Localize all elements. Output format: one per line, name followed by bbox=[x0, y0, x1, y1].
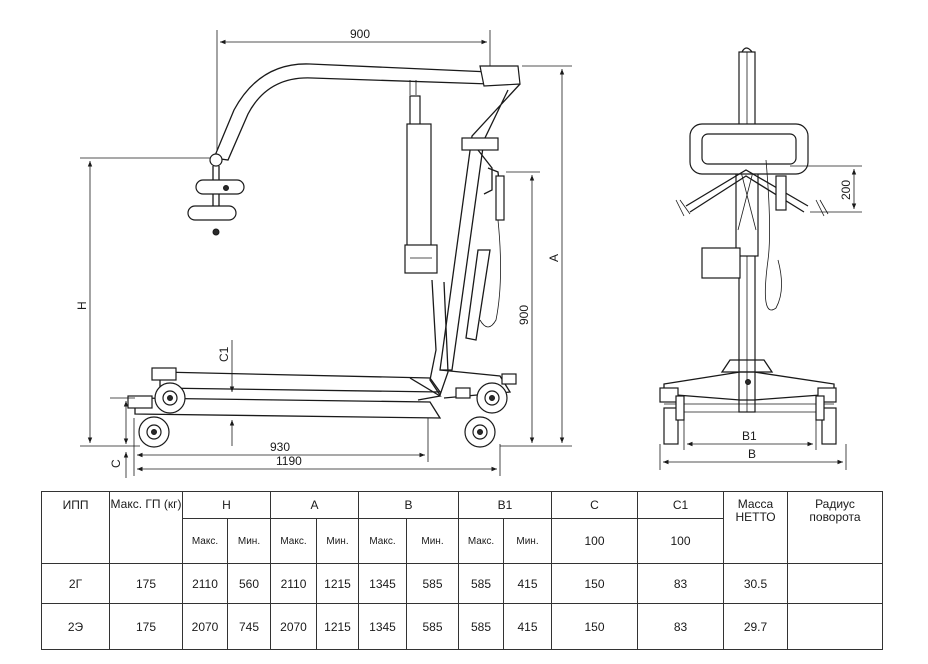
c1-note: 100 bbox=[637, 518, 724, 564]
cell-b-min: 585 bbox=[406, 603, 459, 650]
dim-c: C bbox=[109, 397, 135, 478]
cell-h-min: 745 bbox=[227, 603, 271, 650]
table-row: 2Э 175 2070 745 2070 1215 1345 585 585 4… bbox=[41, 603, 883, 650]
cell-c1: 83 bbox=[637, 563, 724, 604]
cell-model: 2Г bbox=[41, 563, 110, 604]
cell-c: 150 bbox=[551, 603, 638, 650]
dim-b1: B1 bbox=[683, 420, 817, 450]
header-b1: B1 bbox=[458, 491, 552, 519]
label-a: A bbox=[547, 254, 561, 262]
sub-b1-min: Мин. bbox=[503, 518, 552, 564]
dim-900-height: 900 bbox=[500, 171, 540, 447]
cell-mass: 29.7 bbox=[723, 603, 788, 650]
cell-load: 175 bbox=[109, 563, 183, 604]
sub-a-max: Макс. bbox=[270, 518, 317, 564]
actuator bbox=[404, 95, 438, 274]
cell-b-max: 1345 bbox=[358, 563, 407, 604]
cell-load: 175 bbox=[109, 603, 183, 650]
label-1190: 1190 bbox=[276, 454, 302, 468]
cell-radius bbox=[787, 603, 883, 650]
sub-h-max: Макс. bbox=[182, 518, 228, 564]
dim-a: A bbox=[522, 65, 572, 447]
header-max-load: Макс. ГП (кг) bbox=[109, 491, 183, 564]
label-h: H bbox=[75, 301, 89, 310]
wheels-side bbox=[127, 367, 517, 448]
cell-a-max: 2110 bbox=[270, 563, 317, 604]
cell-b-min: 585 bbox=[406, 563, 459, 604]
front-view: 200 B1 B bbox=[659, 47, 862, 470]
header-model: ИПП bbox=[41, 491, 110, 564]
label-900-side: 900 bbox=[517, 305, 531, 325]
sub-b1-max: Макс. bbox=[458, 518, 504, 564]
dim-h: H bbox=[75, 157, 210, 447]
sub-b-max: Макс. bbox=[358, 518, 407, 564]
label-b1: B1 bbox=[742, 429, 757, 443]
table-header-row: ИПП Макс. ГП (кг) H A B B1 C C1 Масса НЕ… bbox=[41, 491, 883, 564]
sub-h-min: Мин. bbox=[227, 518, 271, 564]
cell-radius bbox=[787, 563, 883, 604]
base-frame bbox=[134, 369, 512, 419]
dim-1190: 1190 bbox=[137, 444, 501, 476]
label-200: 200 bbox=[839, 180, 853, 200]
header-radius: Радиус поворота bbox=[787, 491, 883, 564]
front-mast bbox=[735, 47, 759, 413]
label-b: B bbox=[748, 447, 756, 461]
cell-b1-min: 415 bbox=[503, 603, 552, 650]
dim-200: 200 bbox=[790, 165, 862, 213]
header-h: H bbox=[182, 491, 271, 519]
label-c1: C1 bbox=[217, 346, 231, 362]
dim-930: 930 bbox=[133, 418, 429, 476]
sling-hanger bbox=[187, 153, 245, 236]
front-handle bbox=[689, 123, 809, 175]
header-c: C bbox=[551, 491, 638, 519]
cell-a-max: 2070 bbox=[270, 603, 317, 650]
cell-c: 150 bbox=[551, 563, 638, 604]
cell-mass: 30.5 bbox=[723, 563, 788, 604]
sub-b-min: Мин. bbox=[406, 518, 459, 564]
cell-h-min: 560 bbox=[227, 563, 271, 604]
c-note: 100 bbox=[551, 518, 638, 564]
header-c1: C1 bbox=[637, 491, 724, 519]
dim-top-900: 900 bbox=[216, 27, 491, 150]
cell-b1-max: 585 bbox=[458, 603, 504, 650]
cell-model: 2Э bbox=[41, 603, 110, 650]
header-b: B bbox=[358, 491, 459, 519]
mast bbox=[429, 83, 521, 397]
cell-b-max: 1345 bbox=[358, 603, 407, 650]
dim-c1: C1 bbox=[217, 340, 235, 446]
label-900-top: 900 bbox=[350, 27, 370, 41]
front-wheels bbox=[659, 387, 837, 445]
specification-table: ИПП Макс. ГП (кг) H A B B1 C C1 Масса НЕ… bbox=[41, 491, 883, 650]
label-c: C bbox=[109, 459, 123, 468]
table-row: 2Г 175 2110 560 2110 1215 1345 585 585 4… bbox=[41, 563, 883, 604]
dim-b: B bbox=[659, 444, 847, 470]
cell-a-min: 1215 bbox=[316, 563, 359, 604]
cell-h-max: 2110 bbox=[182, 563, 228, 604]
front-control-box bbox=[701, 159, 787, 311]
lift-technical-drawing: 900 bbox=[75, 27, 862, 478]
side-view: 900 bbox=[75, 27, 572, 478]
header-a: A bbox=[270, 491, 359, 519]
cell-a-min: 1215 bbox=[316, 603, 359, 650]
sub-a-min: Мин. bbox=[316, 518, 359, 564]
label-930: 930 bbox=[270, 440, 290, 454]
cell-h-max: 2070 bbox=[182, 603, 228, 650]
cell-b1-max: 585 bbox=[458, 563, 504, 604]
cell-c1: 83 bbox=[637, 603, 724, 650]
cell-b1-min: 415 bbox=[503, 563, 552, 604]
header-mass: Масса НЕТТО bbox=[723, 491, 788, 564]
